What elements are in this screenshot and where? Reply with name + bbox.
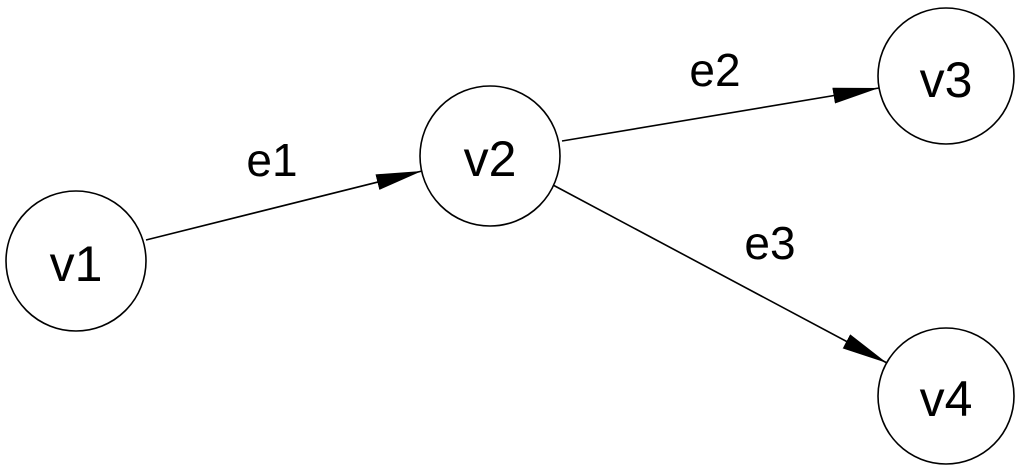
node-v1-circle [5, 190, 147, 332]
node-v3-label: v3 [920, 52, 973, 108]
edge-e3-arrow [552, 184, 888, 364]
edge-e2: e2 [561, 44, 880, 142]
edge-e2-arrow [561, 87, 880, 142]
node-v1: v1 [5, 190, 147, 332]
node-v3: v3 [877, 7, 1015, 145]
edge-e1: e1 [145, 134, 423, 241]
node-v1-label: v1 [50, 236, 103, 292]
edge-e3: e3 [552, 184, 888, 364]
edge-e3-label: e3 [744, 217, 795, 269]
edge-e1-label: e1 [246, 134, 297, 186]
edge-e2-label: e2 [689, 44, 740, 96]
node-v2-circle [419, 85, 561, 227]
node-v4-label: v4 [920, 371, 973, 427]
node-v2-label: v2 [464, 131, 517, 187]
node-v4: v4 [877, 327, 1015, 465]
edge-e1-arrow [145, 170, 423, 241]
node-v2: v2 [419, 85, 561, 227]
node-v3-circle [877, 7, 1015, 145]
node-v4-circle [877, 327, 1015, 465]
